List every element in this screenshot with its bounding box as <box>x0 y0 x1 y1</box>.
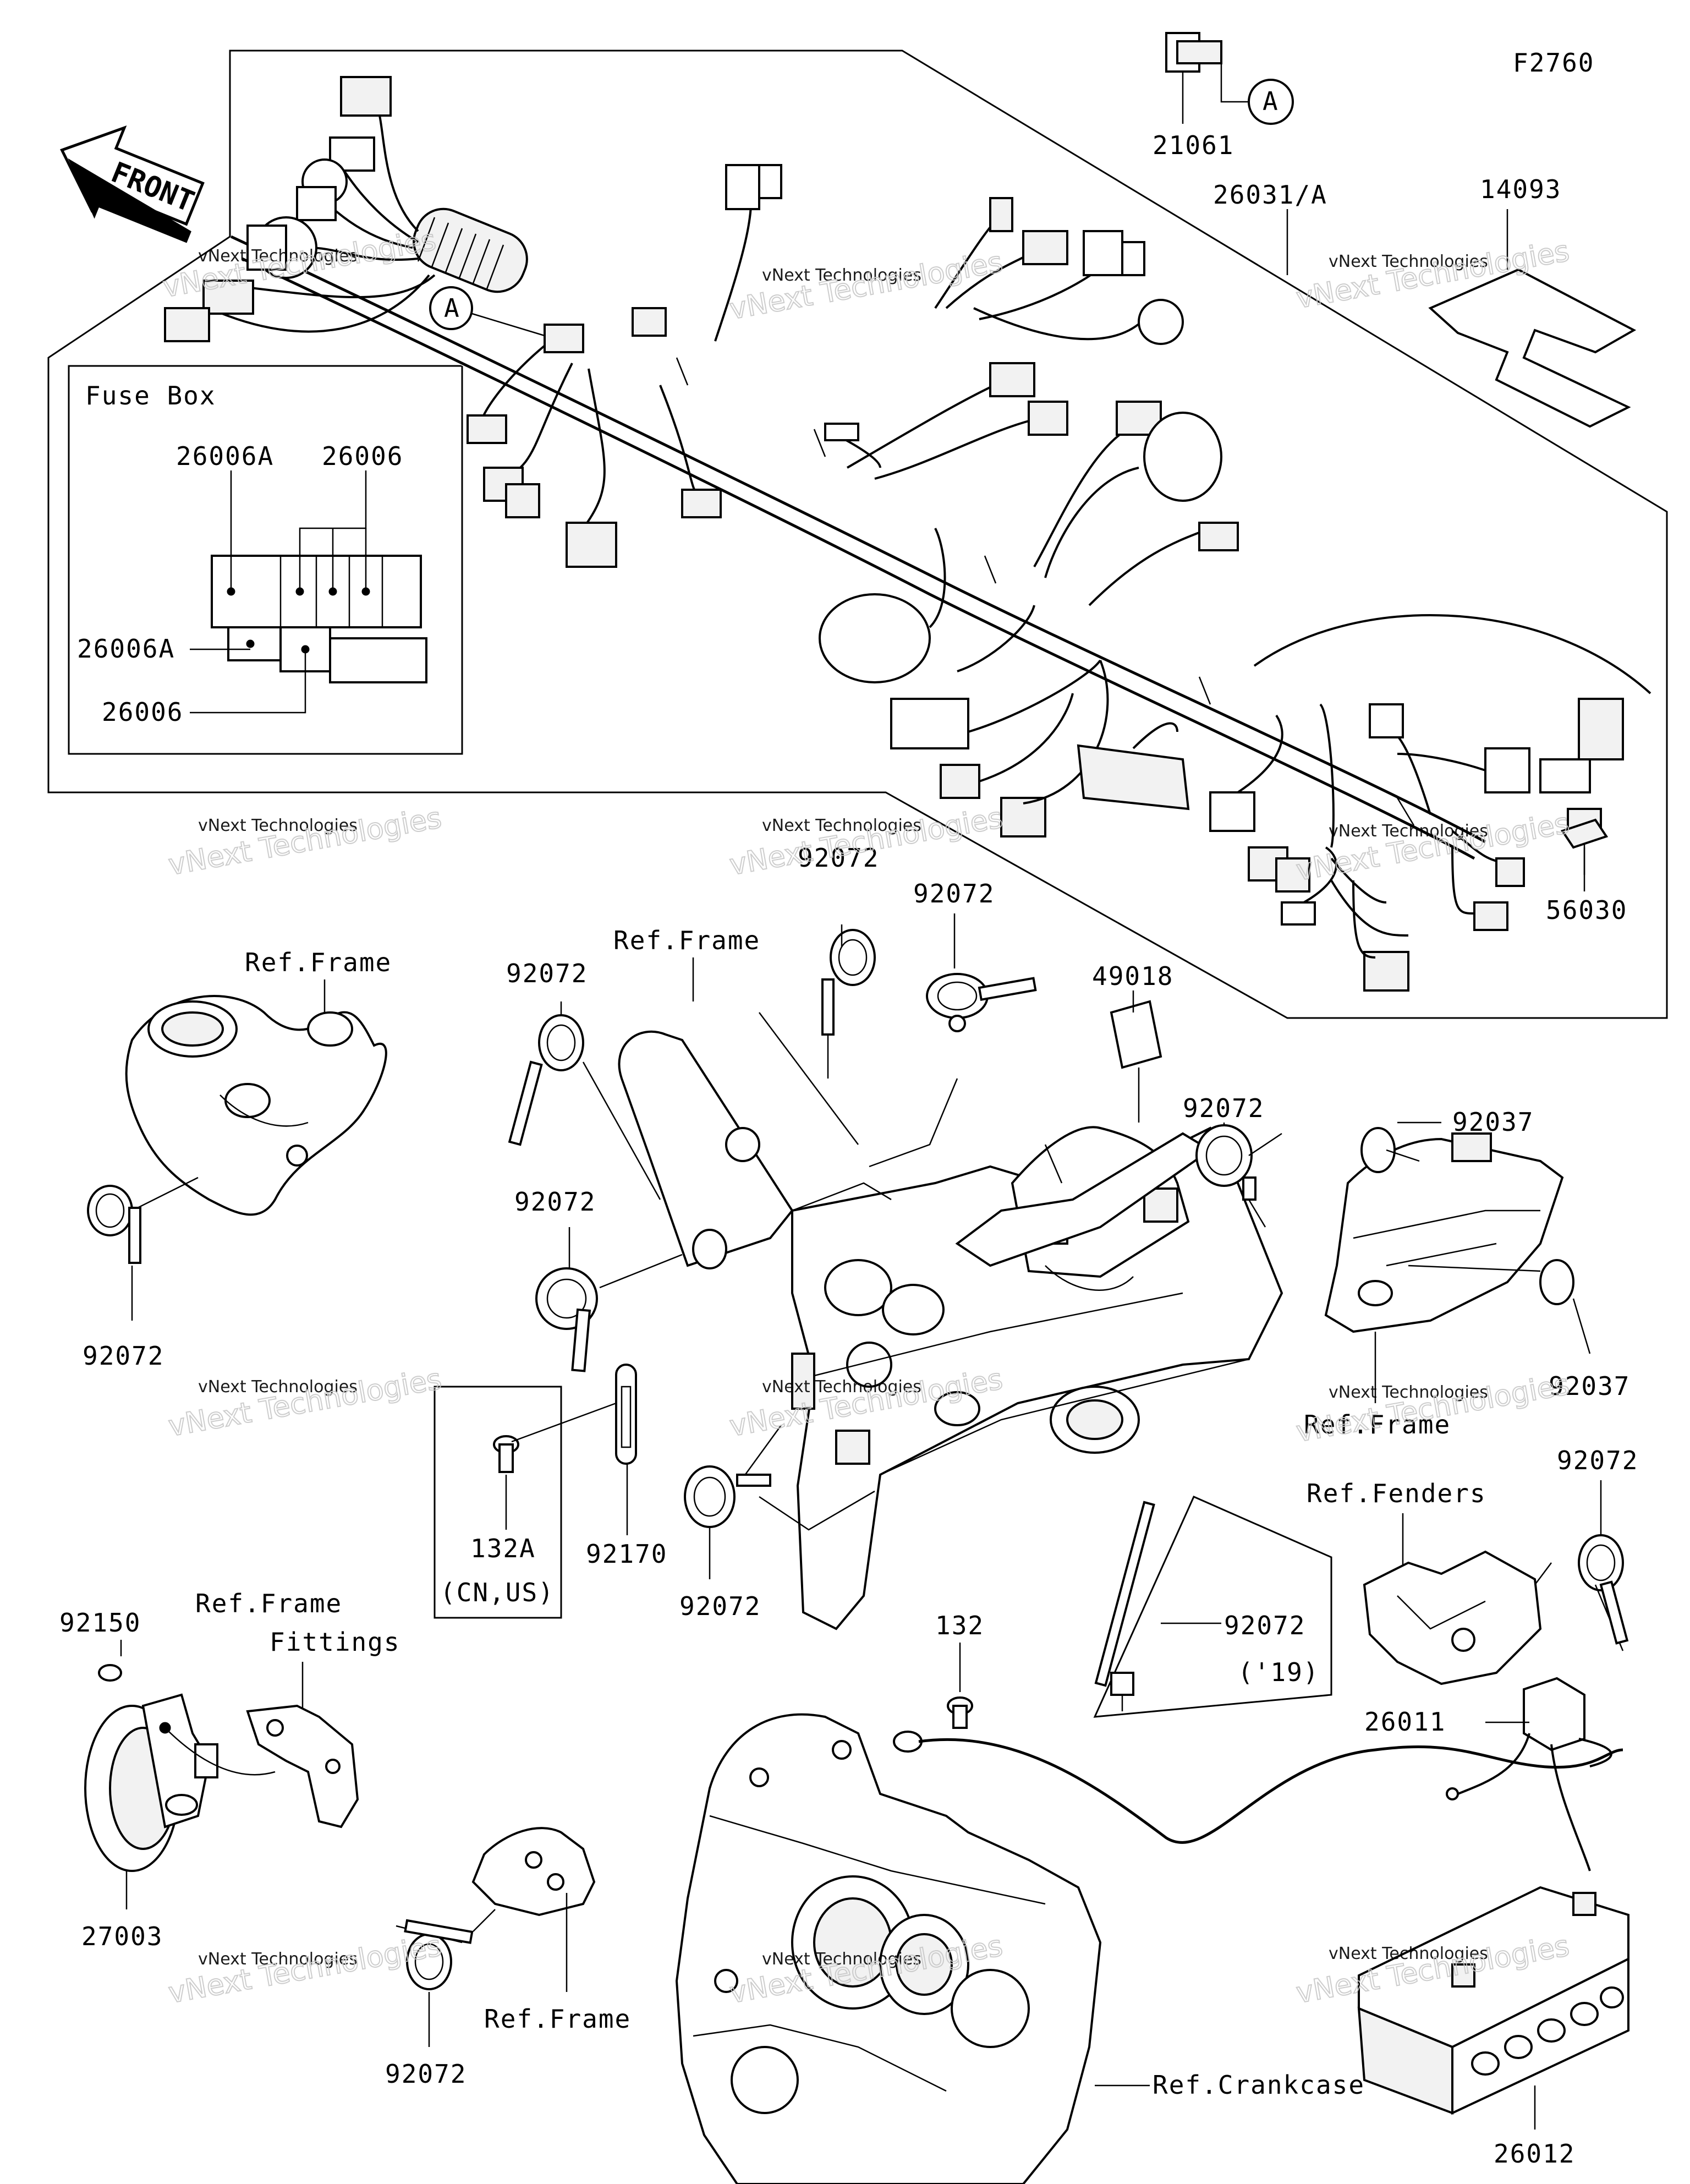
clip-92037-top <box>1360 1121 1441 1173</box>
front-arrow-icon: FRONT <box>60 125 205 243</box>
label-27003: 27003 <box>81 1922 163 1951</box>
label-92072-left-mid: 92072 <box>514 1187 596 1217</box>
ref-frame-center: Ref.Frame <box>613 926 760 955</box>
center-main-frame <box>618 1030 1283 1630</box>
watermark-6-large: vNext Technologies <box>1294 807 1572 887</box>
ref-frame-fittings-2: Fittings <box>270 1627 400 1657</box>
ref-crankcase: Ref.Crankcase <box>1153 2070 1365 2100</box>
label-92072-tl-top: 92072 <box>1183 1093 1264 1123</box>
bottom-frame-bracket <box>471 1827 596 1992</box>
label-132: 132 <box>935 1611 984 1640</box>
variant-box-19 <box>1093 1496 1332 1718</box>
cable-tie-92072-top-center <box>821 929 876 1079</box>
label-92072-right-top: 92072 <box>913 879 995 908</box>
ground-wire-132 <box>893 1696 1623 1844</box>
label-92072-fenders: 92072 <box>1557 1446 1638 1475</box>
label-92150: 92150 <box>59 1608 141 1638</box>
clamp-92170 <box>615 1364 637 1535</box>
label-26012: 26012 <box>1494 2139 1575 2169</box>
label-21061: 21061 <box>1153 130 1234 160</box>
part-14093-bracket <box>1428 268 1637 428</box>
label-92072-19: 92072 <box>1224 1611 1305 1640</box>
cable-tie-92072-relay-right <box>1195 1124 1282 1228</box>
cable-tie-92072-bottom-center <box>684 1425 875 1531</box>
harness-group-outline <box>47 50 1668 1019</box>
watermark-4: vNext Technologies <box>198 816 358 835</box>
part-21061-connector: A <box>1165 32 1294 125</box>
label-132a: 132A <box>470 1534 536 1563</box>
connector-marker-a-left: A <box>444 293 460 323</box>
label-132a-note: (CN,US) <box>440 1578 555 1607</box>
label-56030: 56030 <box>1546 895 1627 925</box>
fuse-label-26006a-top: 26006A <box>176 441 274 471</box>
crankcase <box>675 1713 1102 2184</box>
cable-tie-92072-left-mid <box>535 1254 683 1372</box>
label-92072-horn: 92072 <box>385 2059 467 2089</box>
watermark-11: vNext Technologies <box>762 1950 921 1969</box>
part-56030-pad <box>1560 818 1609 891</box>
bolt-132a <box>493 1402 617 1473</box>
cable-tie-92072-19 <box>1094 1501 1221 1711</box>
watermark-9: vNext Technologies <box>1329 1383 1488 1402</box>
label-92072-19-note: ('19) <box>1238 1657 1319 1687</box>
cable-tie-92072-fenders <box>1578 1534 1629 1651</box>
ref-frame-right: Ref.Frame <box>1304 1410 1451 1439</box>
part-49018-relay <box>1110 1000 1162 1123</box>
ref-frame-bottom: Ref.Frame <box>484 2004 631 2034</box>
watermark-10-large: vNext Technologies <box>166 1929 444 2010</box>
label-92037-bottom: 92037 <box>1549 1371 1630 1401</box>
watermark-group: vNext Technologies vNext Technologies vN… <box>160 223 1572 2010</box>
watermark-7-large: vNext Technologies <box>166 1362 444 1443</box>
cable-tie-92072-horn <box>396 1909 496 2047</box>
main-wiring-harness: A <box>164 76 1651 992</box>
label-92170: 92170 <box>586 1539 667 1569</box>
watermark-12: vNext Technologies <box>1329 1944 1488 1963</box>
label-26031a: 26031/A <box>1213 180 1327 210</box>
label-92037-top: 92037 <box>1452 1107 1534 1137</box>
ref-frame-left: Ref.Frame <box>245 948 392 977</box>
fuse-label-26006a-left: 26006A <box>77 634 175 664</box>
watermark-10: vNext Technologies <box>198 1950 358 1969</box>
clip-92037-bottom <box>1408 1259 1591 1354</box>
label-92072-center-bottom: 92072 <box>679 1591 761 1621</box>
fuse-label-26006-top: 26006 <box>322 441 403 471</box>
right-frame-bracket <box>1324 1132 1564 1333</box>
label-26011: 26011 <box>1364 1707 1446 1737</box>
watermark-3: vNext Technologies <box>1329 252 1488 271</box>
label-14093: 14093 <box>1480 174 1561 204</box>
watermark-8: vNext Technologies <box>762 1377 921 1397</box>
watermark-1: vNext Technologies <box>198 247 358 266</box>
left-frame-tube <box>125 995 387 1216</box>
fuse-box-title: Fuse Box <box>85 381 216 410</box>
fuse-label-26006-bottom: 26006 <box>102 697 183 727</box>
variant-box-cn-us <box>434 1386 562 1619</box>
battery-26012 <box>1357 1886 1629 2130</box>
label-92072-left-top: 92072 <box>506 959 588 988</box>
connector-marker-a-top: A <box>1263 86 1279 116</box>
watermark-7: vNext Technologies <box>198 1377 358 1397</box>
cable-tie-92072-left <box>87 1176 199 1321</box>
horn-27003 <box>84 1664 218 1909</box>
fender-bracket <box>1363 1550 1552 1685</box>
watermark-6: vNext Technologies <box>1329 822 1488 841</box>
ref-frame-fittings-1: Ref.Frame <box>195 1589 342 1618</box>
fuse-box-panel <box>68 365 463 755</box>
ref-fenders: Ref.Fenders <box>1307 1479 1486 1508</box>
watermark-4-large: vNext Technologies <box>166 801 444 882</box>
watermark-2: vNext Technologies <box>762 266 921 285</box>
cable-tie-92072-top-right <box>926 973 1037 1032</box>
fuse-block-icon <box>190 470 427 714</box>
diagram-code: F2760 <box>1513 48 1594 78</box>
label-92072-center-top: 92072 <box>798 843 879 873</box>
watermark-2-large: vNext Technologies <box>727 245 1005 326</box>
label-92072-left-frame: 92072 <box>83 1341 164 1371</box>
part-26011-starter-relay <box>1446 1677 1612 1871</box>
watermark-5: vNext Technologies <box>762 816 921 835</box>
frame-fittings-bracket <box>164 1662 359 1829</box>
label-49018: 49018 <box>1092 961 1173 991</box>
